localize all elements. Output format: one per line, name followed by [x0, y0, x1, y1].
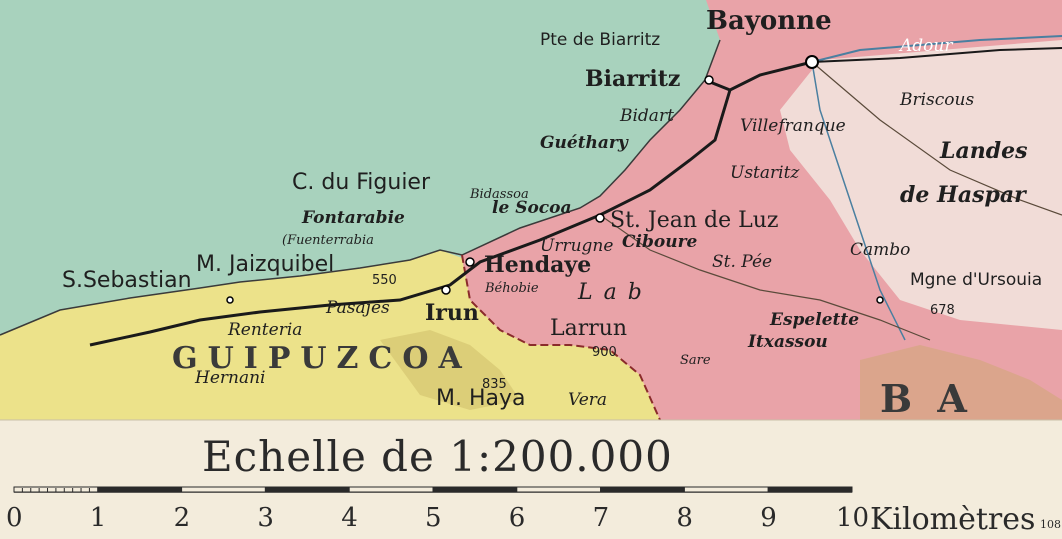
scale-tick-label: 5 [425, 503, 442, 533]
river-label-adour: Adour [900, 36, 953, 56]
scale-tick-label: 6 [508, 503, 526, 533]
place-label-vera: Vera [568, 390, 608, 410]
place-label-st-pee: St. Pée [712, 252, 773, 272]
place-label-st-jean: St. Jean de Luz [610, 208, 779, 233]
river-label-bidassoa: Bidassoa [470, 187, 529, 202]
place-label-cambo: Cambo [850, 240, 911, 260]
region-label-labourd: L a b [578, 280, 644, 305]
place-label-ciboure: Ciboure [622, 232, 698, 252]
place-label-bayonne: Bayonne [706, 6, 832, 36]
place-label-espelette: Espelette [770, 310, 860, 330]
railway [89, 60, 813, 347]
nive-river [811, 61, 906, 341]
scale-tick-label: 0 [6, 503, 23, 533]
town-marker [465, 257, 475, 267]
scale-segment [181, 486, 266, 493]
region-label-basses: B A [880, 376, 973, 421]
place-label-bidart: Bidart [620, 106, 674, 126]
place-label-renteria: Renteria [228, 320, 303, 340]
place-label-m-jaizquibel: M. Jaizquibel [196, 252, 335, 277]
scale-tick-label: 10 [836, 503, 870, 533]
region-label-landes: Landes [940, 138, 1028, 164]
railway [811, 47, 1062, 63]
town-marker [876, 296, 884, 304]
scale-tick-label: 1 [89, 503, 107, 533]
landes-area [780, 40, 1062, 330]
elevation-label: 900 [592, 345, 617, 360]
place-label-larrun: Larrun [550, 316, 628, 341]
elevation-label: 678 [930, 303, 955, 318]
place-label-urrugne: Urrugne [540, 236, 614, 256]
scale-tick-label: 7 [592, 503, 610, 533]
place-label-biarritz: Biarritz [585, 66, 681, 92]
scale-tick-label: 4 [341, 503, 358, 533]
place-label-c-figuier: C. du Figuier [292, 170, 431, 195]
place-label-ustaritz: Ustaritz [730, 163, 800, 183]
place-label-hendaye: Hendaye [484, 252, 592, 278]
elevation-label: 835 [482, 377, 507, 392]
region-label-hasparren: de Haspar [900, 182, 1026, 208]
scale-tick-label: 8 [676, 503, 693, 533]
scale-segment [432, 486, 518, 493]
scale-segment [516, 486, 602, 493]
elevation-label: 550 [372, 273, 397, 288]
bidassoa-estuary [450, 228, 500, 250]
scale-segment [97, 486, 183, 493]
place-label-irun: Irun [425, 300, 479, 326]
hill-shade [860, 345, 1062, 420]
border-line [461, 254, 661, 421]
place-label-s-sebastian: S.Sebastian [62, 268, 192, 293]
town-marker [805, 55, 819, 69]
place-label-m-haya: M. Haya [436, 386, 526, 411]
adour-river [811, 35, 1062, 63]
scale-tick-label: 3 [257, 503, 274, 533]
place-label-fuenterrabia: (Fuenterrabia [282, 233, 374, 248]
scale-segment [600, 486, 685, 493]
town-marker [595, 213, 605, 223]
scale-tick-label: 2 [173, 503, 191, 533]
town-marker [226, 296, 234, 304]
region-label-guipuzcoa: GUIPUZCOA [172, 341, 472, 376]
place-label-pte-biarritz: Pte de Biarritz [540, 30, 661, 50]
page-number: 108 [1040, 518, 1061, 531]
scale-segment [264, 486, 350, 493]
place-label-hernani: Hernani [195, 368, 266, 388]
place-label-le-socoa: le Socoa [492, 198, 572, 218]
scale-tick-label: 9 [760, 503, 777, 533]
town-marker [704, 75, 714, 85]
town-marker [441, 285, 451, 295]
place-label-beholie: Béhobie [485, 281, 539, 296]
coastline [0, 39, 721, 336]
place-label-pasajes: Pasajes [326, 298, 390, 318]
scale-band [0, 420, 1062, 539]
scale-segment [767, 486, 853, 493]
hill-shade [380, 330, 520, 410]
place-label-guethary: Guéthary [540, 133, 628, 153]
scale-bar [13, 486, 853, 493]
place-label-sare: Sare [680, 353, 711, 368]
place-label-m-ursouia: Mgne d'Ursouia [910, 270, 1043, 290]
place-label-fontarabie: Fontarabie [302, 208, 405, 228]
road [599, 214, 931, 341]
scale-title: Echelle de 1:200.000 [202, 432, 673, 481]
place-label-briscous: Briscous [900, 90, 975, 110]
scale-unit: Kilomètres [870, 502, 1036, 537]
place-label-itxassou: Itxassou [748, 332, 828, 352]
place-label-villefranque: Villefranque [740, 116, 846, 136]
scale-segment [683, 486, 769, 493]
road [811, 61, 1062, 216]
scale-segment [348, 486, 434, 493]
